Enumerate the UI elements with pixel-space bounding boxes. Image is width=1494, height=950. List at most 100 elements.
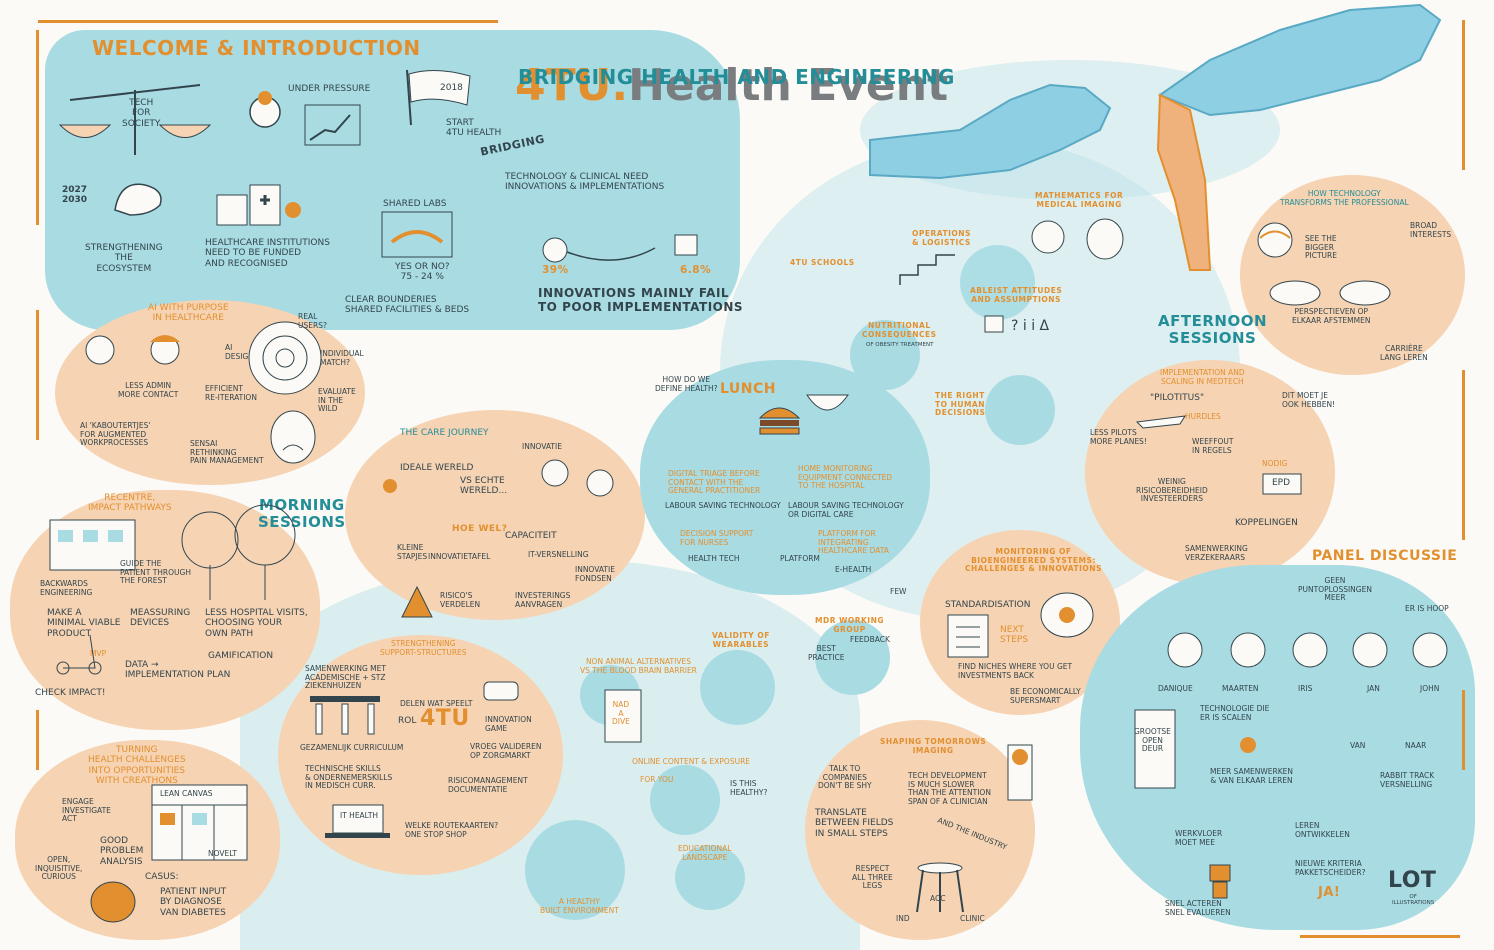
transforms-panel [1240, 175, 1465, 375]
see-bigger-picture: SEE THE BIGGER PICTURE [1305, 234, 1337, 261]
measuring-devices: MEASSURING DEVICES [130, 608, 191, 629]
panelist-jan: JAN [1367, 684, 1380, 693]
leg-clinic: CLINIC [960, 914, 985, 923]
next-steps: NEXT STEPS [1000, 625, 1029, 646]
open-curious: OPEN, INQUISITIVE, CURIOUS [35, 855, 83, 882]
vr-headset-icon [483, 681, 519, 701]
panel-title: PANEL DISCUSSIE [1312, 548, 1458, 564]
creathon-title: TURNING HEALTH CHALLENGES INTO OPPORTUNI… [88, 745, 186, 787]
strong-arm-icon [114, 183, 162, 216]
leg-acc: ACC [930, 894, 946, 903]
engage-investigate: ENGAGE INVESTIGATE ACT [62, 797, 111, 824]
mvp-tag: MVP [90, 649, 107, 658]
frame-bottom-right [1300, 935, 1460, 938]
check-impact: CHECK IMPACT! [35, 688, 106, 698]
lean-canvas: LEAN CANVAS [160, 789, 213, 798]
it-versnelling: IT-VERSNELLING [528, 550, 589, 559]
innovatie: INNOVATIE [522, 442, 562, 451]
globe-icon [1257, 222, 1293, 258]
few: FEW [890, 587, 907, 596]
grootse-open-deur: GROOTSE OPEN DEUR [1134, 727, 1171, 754]
echte-wereld: VS ECHTE WERELD... [460, 476, 508, 497]
platform-integrating: PLATFORM FOR INTEGRATING HEALTHCARE DATA [818, 529, 889, 556]
sun-icon [383, 479, 397, 493]
frame-left-2 [36, 310, 39, 440]
medtech-title: IMPLEMENTATION AND SCALING IN MEDTECH [1160, 368, 1245, 386]
panelist-iris: IRIS [1298, 684, 1313, 693]
ops-circle [960, 245, 1035, 320]
home-monitoring: HOME MONITORING EQUIPMENT CONNECTED TO T… [798, 464, 893, 491]
built-circle [525, 820, 625, 920]
medtech-panel [1085, 360, 1335, 585]
right-circle [985, 375, 1055, 445]
rabbit-track: RABBIT TRACK VERSNELLING [1380, 771, 1435, 789]
care-panel [345, 410, 645, 620]
percent-right: 6.8% [680, 264, 712, 276]
title-4tu: 4TU. [515, 59, 629, 111]
samenwerking-zh: SAMENWERKING MET ACADEMISCHE + STZ ZIEKE… [305, 664, 386, 691]
nutrition-circle [850, 320, 920, 390]
snel-acteren: SNEL ACTEREN SNEL EVALUEREN [1165, 899, 1231, 917]
meer-samenwerken: MEER SAMENWERKEN & VAN ELKAAR LEREN [1210, 767, 1294, 785]
kleine-stapjes: KLEINE STAPJES [397, 543, 428, 561]
for-you: FOR YOU [640, 775, 674, 784]
panelist-john: JOHN [1420, 684, 1440, 693]
feedback: FEEDBACK [850, 635, 890, 644]
rol-4tu: 4TU [420, 706, 470, 731]
weinig-risico: WEINIG RISICOBEREIDHEID INVESTEERDERS [1136, 477, 1208, 504]
evaluate-wild: EVALUATE IN THE WILD [318, 387, 356, 414]
accessibility-icons: ? i i Δ [984, 315, 1050, 334]
start-4tu-health: START 4TU HEALTH [446, 118, 502, 139]
er-is-hoop: ER IS HOOP [1405, 604, 1449, 613]
werkvloer: WERKVLOER MOET MEE [1175, 829, 1223, 847]
online-circle [650, 765, 720, 835]
hurdles: HURDLES [1185, 412, 1221, 421]
panelist-maarten: MAARTEN [1222, 684, 1259, 693]
tech-clinical-need: TECHNOLOGY & CLINICAL NEED INNOVATIONS &… [505, 172, 665, 193]
ja: JA! [1318, 885, 1341, 900]
percent-left: 39% [542, 264, 569, 276]
ai-kaboutertjes: AI 'KABOUTERTJES' FOR AUGMENTED WORKPROC… [80, 421, 151, 448]
brain-icon [90, 881, 136, 923]
define-health: HOW DO WE DEFINE HEALTH? [655, 375, 718, 393]
risicomanagement: RISICOMANAGEMENT DOCUMENTATIE [448, 776, 528, 794]
rol: ROL [398, 716, 417, 726]
nutritional-sub: OF OBESITY TREATMENT [866, 342, 934, 348]
panel-faces [1167, 632, 1448, 668]
pressure-person-illustration [249, 91, 361, 146]
gezamenlijk-curriculum: GEZAMENLIJK CURRICULUM [300, 743, 404, 752]
educational-landscape: EDUCATIONAL LANDSCAPE [678, 844, 732, 862]
stool-icon [916, 862, 964, 913]
less-hospital-visits: LESS HOSPITAL VISITS, CHOOSING YOUR OWN … [205, 608, 308, 639]
frame-right-1 [1462, 20, 1465, 170]
vroeg-valideren: VROEG VALIDEREN OP ZORGMARKT [470, 742, 542, 760]
less-pilots: LESS PILOTS MORE PLANES! [1090, 428, 1147, 446]
forest-illustration [181, 504, 296, 600]
lunch-title: LUNCH [720, 381, 776, 397]
welcome-panel [45, 30, 740, 330]
nutritional-consequences: NUTRITIONAL CONSEQUENCES [862, 321, 937, 339]
technologie-scalen: TECHNOLOGIE DIE ER IS SCALEN [1200, 704, 1270, 722]
investering-aanvragen: INVESTERINGS AANVRAGEN [515, 591, 571, 609]
frame-top-left [38, 20, 498, 23]
standardisation: STANDARDISATION [945, 600, 1031, 610]
page-subtitle: BRIDGING HEALTH AND ENGINEERING [518, 65, 955, 89]
frame-left-1 [36, 30, 39, 225]
lunch-panel [640, 360, 930, 595]
weeffout: WEEFFOUT IN REGELS [1192, 437, 1234, 455]
real-users: REAL USERS? [298, 312, 327, 330]
plane-icon [1135, 415, 1186, 429]
care-title: THE CARE JOURNEY [400, 428, 489, 438]
mdr-circle [815, 620, 890, 695]
pain-face-icon [270, 410, 316, 464]
welke-routekaarten: WELKE ROUTEKAARTEN? ONE STOP SHOP [405, 821, 499, 839]
carriere: CARRIÈRE LANG LEREN [1380, 344, 1428, 362]
scale-icon [58, 84, 212, 155]
decision-support: DECISION SUPPORT FOR NURSES [680, 529, 754, 547]
robot-hand-illustration [869, 83, 1112, 180]
transforms-title: HOW TECHNOLOGY TRANSFORMS THE PROFESSION… [1280, 189, 1409, 207]
innovatie-fondsen: INNOVATIE FONDSEN [575, 565, 615, 583]
welcome-title: WELCOME & INTRODUCTION [92, 36, 421, 60]
shared-labs: SHARED LABS [383, 199, 447, 209]
clear-boundaries: CLEAR BOUNDERIES SHARED FACILITIES & BED… [345, 295, 470, 316]
